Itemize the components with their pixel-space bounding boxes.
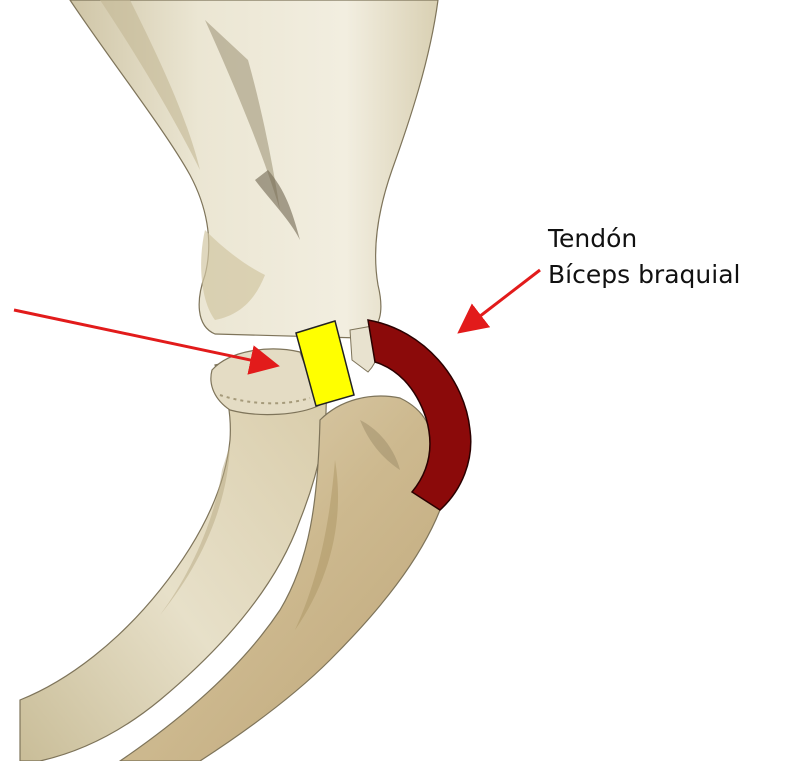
humerus-bone (70, 0, 438, 338)
biceps-label: Bíceps braquial (548, 262, 740, 287)
tendon-label: Tendón (548, 226, 637, 251)
red-arrow-icon (462, 270, 540, 330)
